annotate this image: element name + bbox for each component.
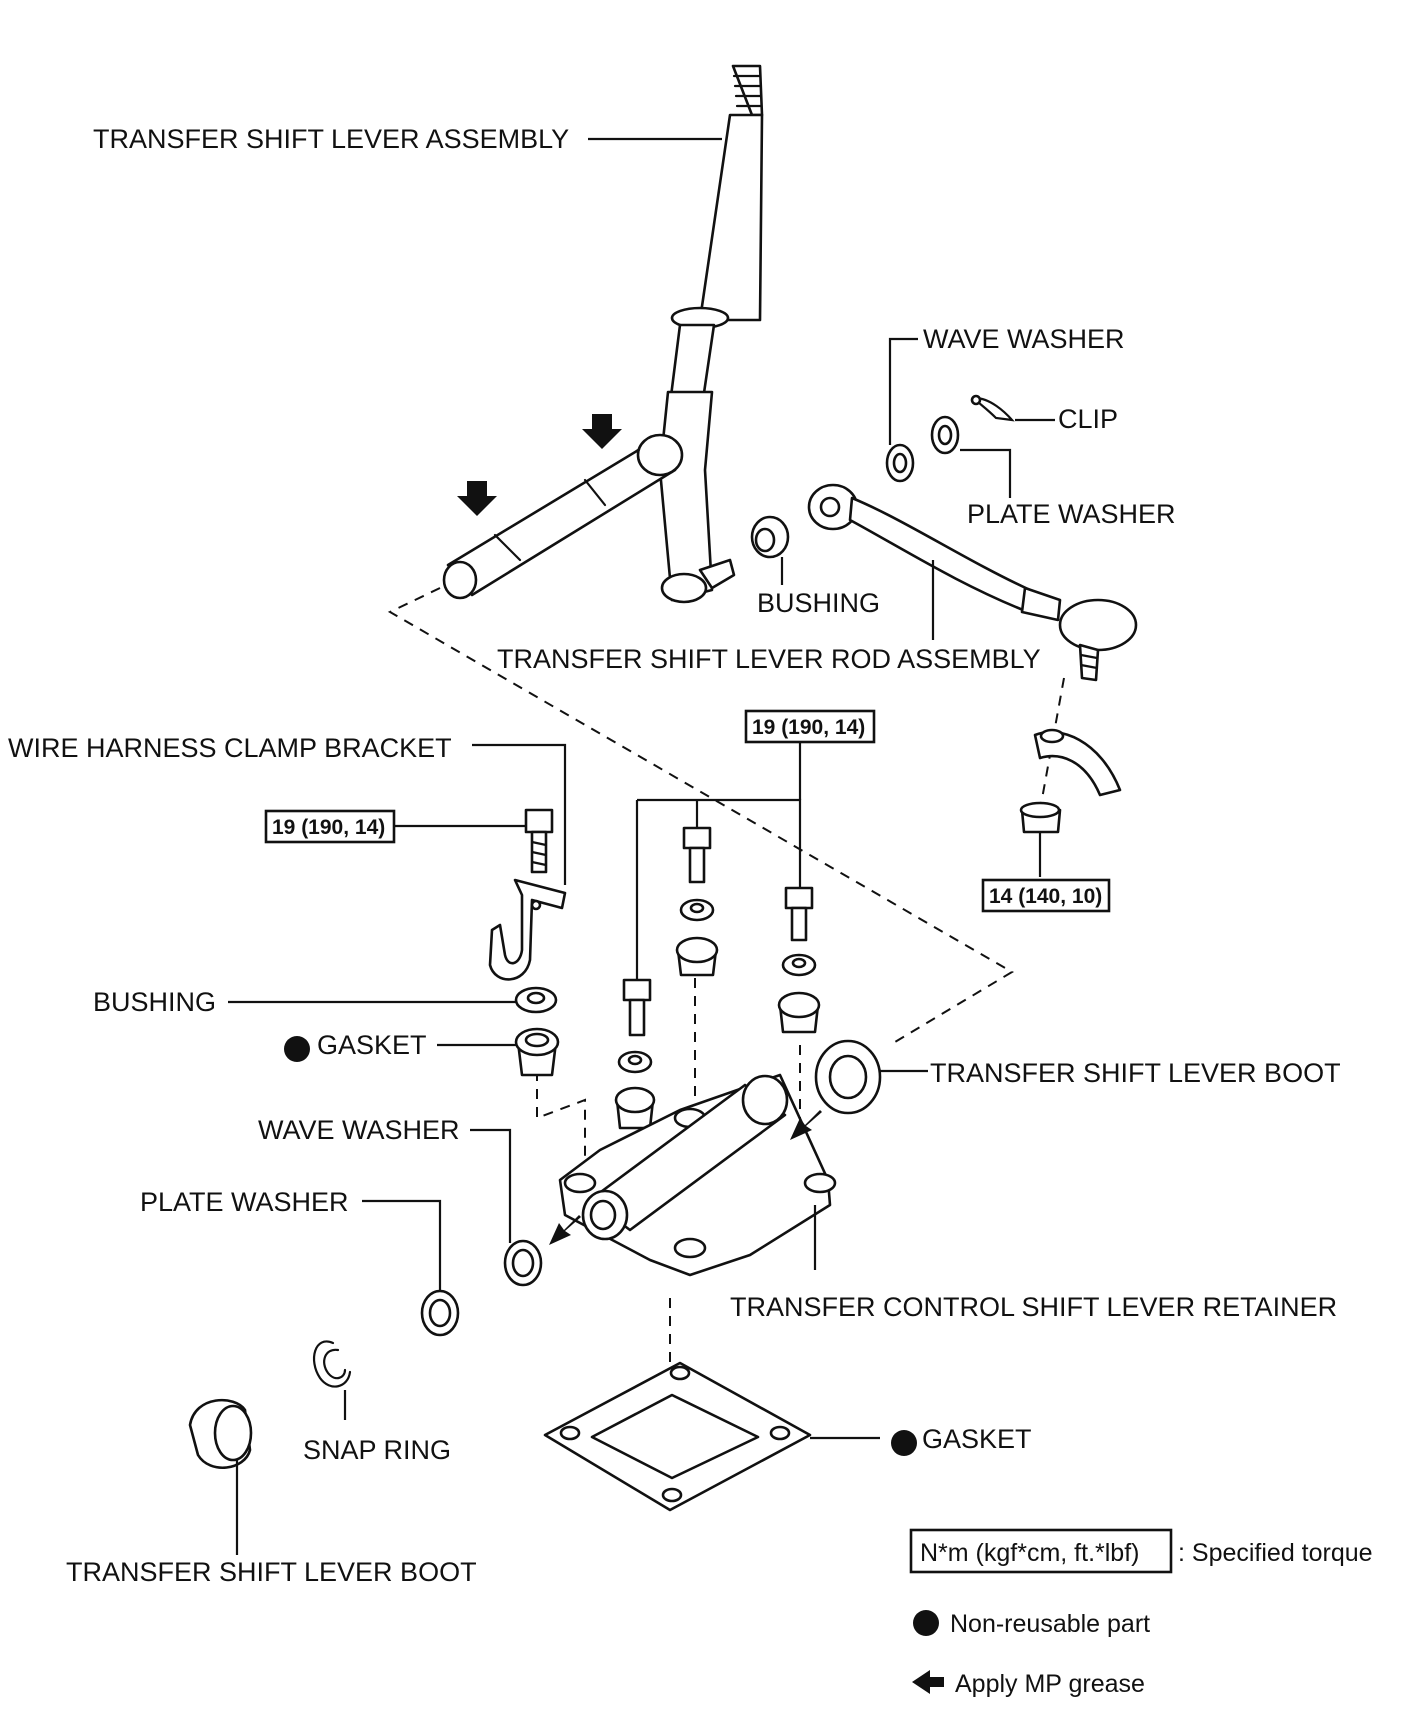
torque-box-retainer	[744, 709, 876, 744]
wave-washer-left	[503, 1239, 543, 1287]
non-reusable-icon	[284, 1036, 310, 1062]
wire-harness-clamp-bracket	[488, 878, 567, 981]
legend-grease-text: Apply MP grease	[955, 1670, 1145, 1698]
bracket-arm	[1033, 728, 1122, 797]
plate-washer-left	[420, 1289, 460, 1337]
label-lever-assembly: TRANSFER SHIFT LEVER ASSEMBLY	[93, 124, 569, 154]
legend: N*m (kgf*cm, ft.*lbf) : Specified torque…	[909, 1528, 1373, 1698]
grease-arrows	[457, 414, 822, 1245]
gasket-bottom-part	[543, 1361, 812, 1512]
shift-lever-boot-right	[814, 1039, 882, 1115]
torque-value-bracket: 19 (190, 14)	[272, 816, 385, 839]
label-plate-washer-left: PLATE WASHER	[140, 1187, 349, 1217]
torque-box-bracket	[264, 809, 396, 844]
legend-arrow-icon	[912, 1670, 944, 1694]
retainer-bolt-right	[777, 886, 821, 1034]
control-shift-lever-retainer	[558, 1073, 837, 1277]
legend-torque-box	[909, 1528, 1173, 1574]
label-bushing-left: BUSHING	[93, 987, 216, 1017]
torque-value-retainer: 19 (190, 14)	[752, 716, 865, 739]
label-gasket-left: GASKET	[317, 1030, 427, 1060]
legend-non-reusable-text: Non-reusable part	[950, 1610, 1150, 1638]
torque-value-rod: 14 (140, 10)	[989, 885, 1102, 908]
leader-lines	[228, 137, 1055, 1555]
wave-washer-top	[885, 443, 915, 483]
bushing-left	[514, 986, 558, 1014]
label-gasket-bottom: GASKET	[922, 1424, 1032, 1454]
clip-part	[970, 394, 1015, 422]
label-rod-assembly: TRANSFER SHIFT LEVER ROD ASSEMBLY	[497, 644, 1041, 674]
retainer-bolt-left	[614, 978, 656, 1130]
label-retainer: TRANSFER CONTROL SHIFT LEVER RETAINER	[730, 1292, 1337, 1322]
plate-washer-top	[930, 415, 960, 455]
non-reusable-icon	[891, 1430, 917, 1456]
label-clip: CLIP	[1058, 404, 1118, 434]
label-wave-washer-left: WAVE WASHER	[258, 1115, 460, 1145]
shift-lever-rod-assembly	[807, 483, 1138, 682]
label-plate-washer-top: PLATE WASHER	[967, 499, 1176, 529]
label-bushing-top: BUSHING	[757, 588, 880, 618]
label-wire-harness: WIRE HARNESS CLAMP BRACKET	[8, 733, 452, 763]
retainer-bolt-center	[675, 826, 719, 977]
legend-torque-text: : Specified torque	[1178, 1539, 1373, 1567]
torque-boxes: 19 (190, 14) 19 (190, 14) 14 (140, 10)	[264, 709, 1111, 913]
legend-non-reusable-icon	[913, 1610, 939, 1636]
gasket-left-part	[514, 1027, 560, 1077]
label-snap-ring: SNAP RING	[303, 1435, 451, 1465]
bushing-top	[750, 515, 790, 559]
torque-box-rod	[981, 878, 1111, 913]
label-boot-right: TRANSFER SHIFT LEVER BOOT	[930, 1058, 1341, 1088]
label-wave-washer-top: WAVE WASHER	[923, 324, 1125, 354]
shift-lever-boot-bottom	[188, 1398, 253, 1470]
bracket-bolt	[524, 808, 554, 874]
non-reusable-markers	[284, 1036, 917, 1456]
legend-torque-box-text: N*m (kgf*cm, ft.*lbf)	[920, 1539, 1139, 1567]
rod-nut	[1019, 801, 1062, 834]
part-labels: TRANSFER SHIFT LEVER ASSEMBLY WAVE WASHE…	[8, 124, 1341, 1587]
snap-ring-part	[312, 1340, 352, 1388]
label-boot-bottom: TRANSFER SHIFT LEVER BOOT	[66, 1557, 477, 1587]
shift-lever-assembly	[442, 64, 764, 604]
